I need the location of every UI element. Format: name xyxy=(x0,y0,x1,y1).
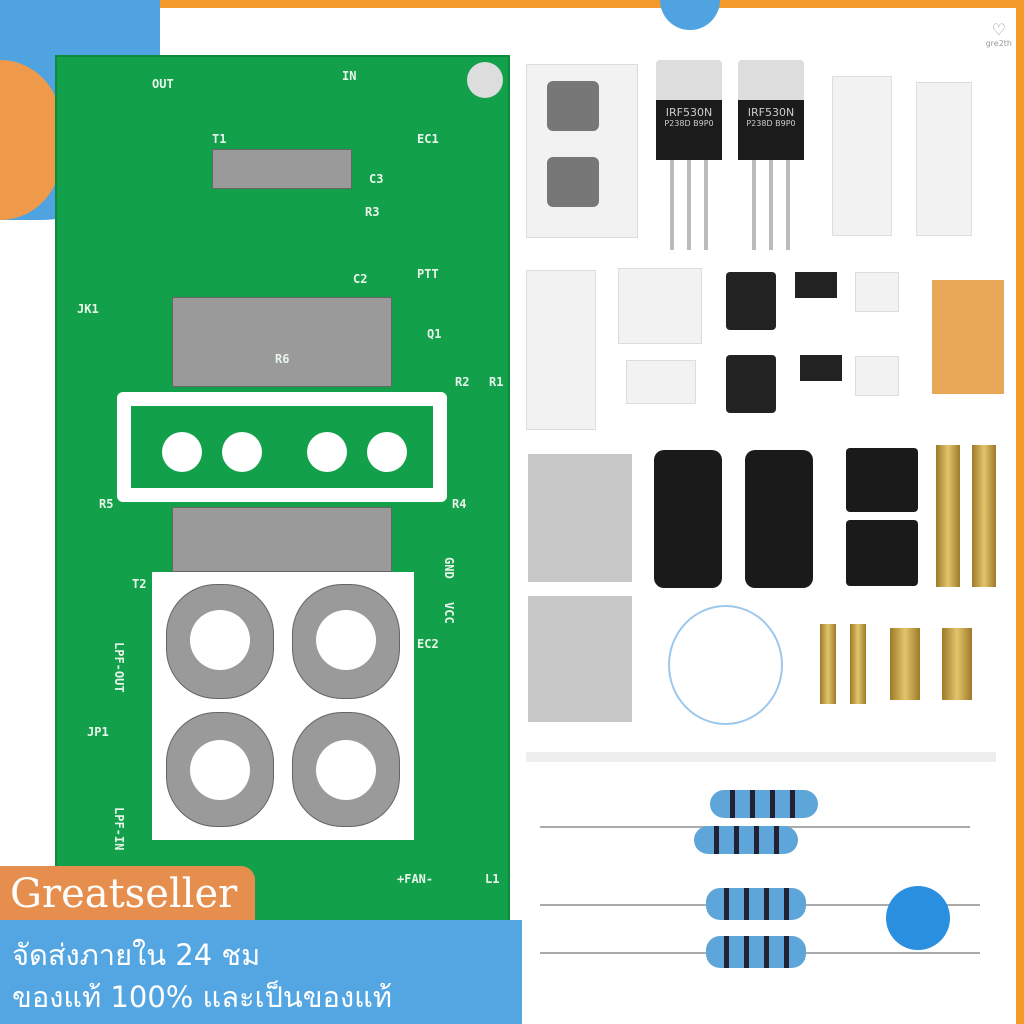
mounting-hole xyxy=(222,432,262,472)
pcb-label: C2 xyxy=(353,272,368,286)
insulation-pad xyxy=(528,454,632,582)
smd-tape xyxy=(626,360,696,404)
pcb-label: JP1 xyxy=(87,725,109,739)
pad xyxy=(212,149,352,189)
mosfet-tab xyxy=(738,60,804,100)
connector xyxy=(855,356,899,396)
sma-connector xyxy=(942,628,972,700)
brass-standoff xyxy=(972,445,996,587)
mounting-hole xyxy=(307,432,347,472)
pcb-label: C3 xyxy=(369,172,384,186)
sma-connector xyxy=(890,628,920,700)
pcb-label: R3 xyxy=(365,205,380,219)
pcb-label: +FAN- xyxy=(397,872,434,886)
brand-name: Greatseller xyxy=(0,866,255,922)
brass-standoff xyxy=(936,445,960,587)
insulation-pad xyxy=(528,596,632,722)
logo: ♡gre2th xyxy=(985,20,1012,48)
transformer-area xyxy=(152,572,414,840)
mosfet-part: IRF530N xyxy=(747,106,795,119)
pcb-label: T1 xyxy=(212,132,227,146)
frame-outline xyxy=(117,392,447,502)
inductor xyxy=(547,81,599,131)
brass-tube xyxy=(820,624,836,704)
pcb-label: R4 xyxy=(452,497,467,511)
resistor xyxy=(706,888,806,920)
banner-line-1: จัดส่งภายใน 24 ชม xyxy=(12,938,261,972)
wire-coil xyxy=(668,605,783,725)
pin-header xyxy=(795,272,837,298)
mounting-hole xyxy=(316,740,376,800)
ferrite-core xyxy=(846,520,918,586)
resistor xyxy=(694,826,798,854)
jumper xyxy=(726,355,776,413)
pad xyxy=(172,297,392,387)
mounting-hole xyxy=(162,432,202,472)
smd-tape xyxy=(832,76,892,236)
inductor-pack xyxy=(526,64,638,238)
frame-top xyxy=(0,0,1024,8)
mounting-hole xyxy=(190,610,250,670)
pcb-label: EC1 xyxy=(417,132,439,146)
pcb-label: R1 xyxy=(489,375,504,389)
pcb-label: LPF-IN xyxy=(112,807,126,851)
pcb-label: R6 xyxy=(275,352,290,366)
pcb-label: R5 xyxy=(99,497,114,511)
pcb-board: IN OUT T1 T2 GND VCC EC1 EC2 R1 R2 R4 R5… xyxy=(55,55,510,935)
resistor xyxy=(710,790,818,818)
decor-dot xyxy=(660,0,720,30)
led-pack xyxy=(618,268,702,344)
resistor xyxy=(706,936,806,968)
pcb-label: GND xyxy=(442,557,456,579)
heat-shrink-tube xyxy=(526,752,996,762)
pin-header xyxy=(800,355,842,381)
mosfet-part: IRF530N xyxy=(665,106,713,119)
pcb-label: JK1 xyxy=(77,302,99,316)
pcb-label: LPF-OUT xyxy=(112,642,126,693)
pcb-label: EC2 xyxy=(417,637,439,651)
ferrite-core xyxy=(846,448,918,512)
mounting-hole xyxy=(467,62,503,98)
banner-line-2: ของแท้ 100% และเป็นของแท้ xyxy=(12,980,392,1014)
pcb-label: PTT xyxy=(417,267,439,281)
pcb-label: OUT xyxy=(152,77,174,91)
inductor xyxy=(547,157,599,207)
promo-banner: จัดส่งภายใน 24 ชม ของแท้ 100% และเป็นของ… xyxy=(0,920,522,1024)
logo-text: gre2th xyxy=(985,39,1012,48)
mosfet-tab xyxy=(656,60,722,100)
pad xyxy=(172,507,392,572)
ferrite-core xyxy=(745,450,813,588)
pcb-label: Q1 xyxy=(427,327,442,341)
decor-dot xyxy=(886,886,950,950)
pcb-label: T2 xyxy=(132,577,147,591)
brass-tube xyxy=(850,624,866,704)
mounting-hole xyxy=(316,610,376,670)
pcb-label: L1 xyxy=(485,872,500,886)
mounting-hole xyxy=(190,740,250,800)
connector xyxy=(855,272,899,312)
mounting-hole xyxy=(367,432,407,472)
relay xyxy=(932,280,1004,394)
smd-tape xyxy=(916,82,972,236)
smd-tape xyxy=(526,270,596,430)
pcb-label: IN xyxy=(342,69,357,83)
frame-right xyxy=(1016,0,1024,1024)
pcb-label: R2 xyxy=(455,375,470,389)
mosfet-code: P238D B9P0 xyxy=(664,119,714,128)
jumper xyxy=(726,272,776,330)
mosfet-code: P238D B9P0 xyxy=(746,119,796,128)
pcb-label: VCC xyxy=(442,602,456,624)
ferrite-core xyxy=(654,450,722,588)
